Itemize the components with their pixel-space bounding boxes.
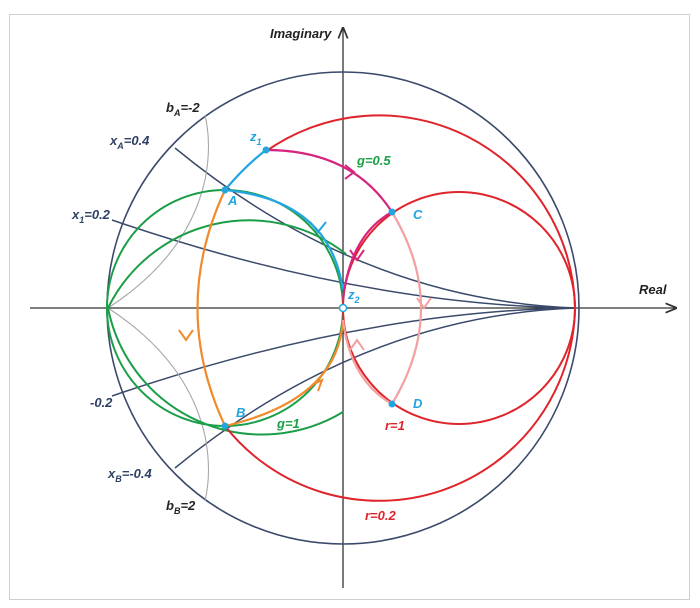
arrow-B-z2 [311,377,324,392]
path-B-to-z2 [224,319,345,428]
arrow-C-D [416,297,432,310]
reactance-curve-neg02 [111,307,576,397]
real-axis-label: Real [639,282,667,297]
path-z1-to-A [224,149,267,191]
point-A [221,186,229,194]
label-xA: xA=0.4 [109,133,150,151]
label-bA: bA=-2 [166,100,200,118]
susceptance-curve-bA [107,114,210,309]
label-r02: r=0.2 [365,508,396,523]
label-r1: r=1 [385,418,405,433]
arrow-C-z2 [349,249,365,262]
label-z1: z1 [249,129,262,147]
path-D-to-z2 [341,319,393,405]
arrow-A-z2 [309,221,327,234]
label-g1: g=1 [276,416,300,431]
arrow-A-B [178,329,194,342]
arrow-D-z2 [349,338,365,351]
point-C [388,208,396,216]
reactance-curve-x1 [111,219,576,309]
diagram-frame [9,14,690,600]
imaginary-axis-label: Imaginary [270,26,332,41]
label-point-A: A [227,193,237,208]
point-B [221,422,229,430]
susceptance-curve-bB [107,307,210,502]
label-point-C: C [413,207,423,222]
label-x1: x1=0.2 [71,207,111,225]
path-A-to-B [196,189,226,427]
label-point-B: B [236,405,245,420]
path-C-to-z2 [341,211,393,301]
label-xB: xB=-0.4 [107,466,152,484]
label-bB: bB=2 [166,498,196,516]
label-z2: z2 [347,287,360,305]
conductance-circle-g05 [107,219,347,309]
conductance-circle-g05-lower [107,307,344,436]
point-z1 [262,146,270,154]
point-D [388,400,396,408]
label-neg02: -0.2 [90,395,113,410]
resistance-circle-r02-lower [224,307,576,502]
path-z1-to-C [265,148,393,213]
label-g05: g=0.5 [356,153,391,168]
point-z2 [338,303,348,313]
path-A-to-z2 [224,188,345,291]
resistance-circle-r02 [264,114,576,309]
path-C-to-D [391,211,422,405]
arrow-z1-C [344,164,356,180]
label-point-D: D [413,396,423,411]
